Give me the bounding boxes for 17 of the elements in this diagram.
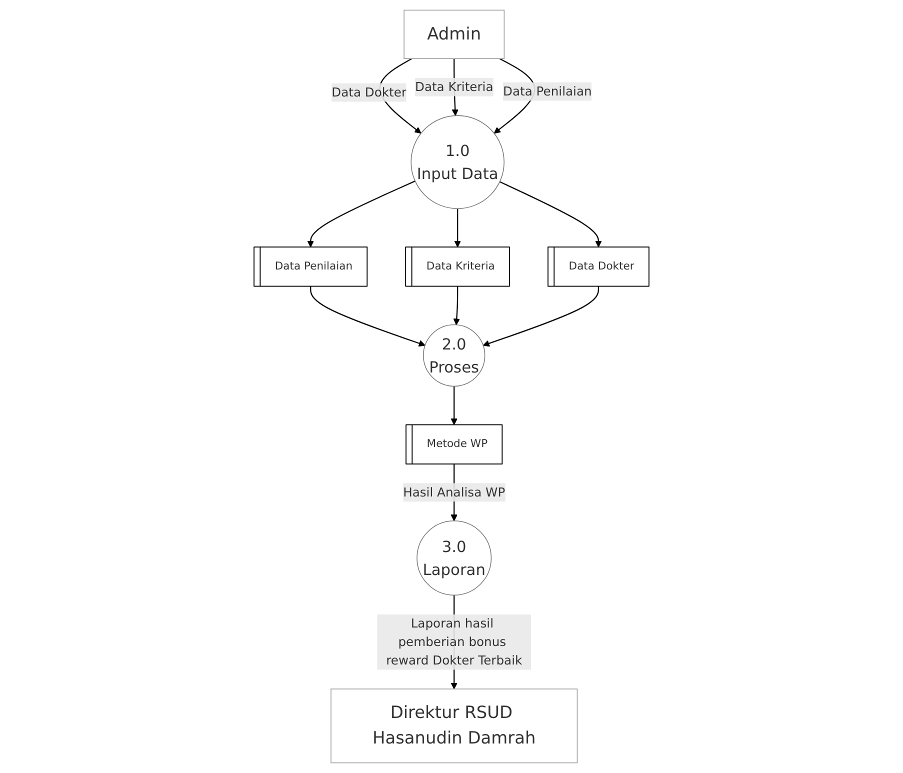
edge-label: Laporan hasil pemberian bonus reward Dokter Terbaik xyxy=(386,616,522,668)
arrow xyxy=(310,286,426,347)
arrow xyxy=(500,181,602,248)
arrow xyxy=(454,208,461,248)
node-box: Direktur RSUD Hasanudin Damrah xyxy=(330,688,578,764)
edge-label: Data Kriteria xyxy=(414,79,494,94)
node-box: Admin xyxy=(404,10,505,60)
node-circle: 1.0 Input Data xyxy=(410,115,504,209)
arrow xyxy=(453,286,460,326)
node-circle: 2.0 Proses xyxy=(423,324,486,387)
node-circle: 3.0 Laporan xyxy=(416,520,492,596)
arrow xyxy=(450,386,458,425)
edge-label: Data Dokter xyxy=(332,84,406,100)
edge-label: Data Penilaian xyxy=(503,84,592,98)
arrow xyxy=(307,180,416,248)
edge-label: Hasil Analisa WP xyxy=(403,484,506,500)
arrow xyxy=(482,286,600,347)
